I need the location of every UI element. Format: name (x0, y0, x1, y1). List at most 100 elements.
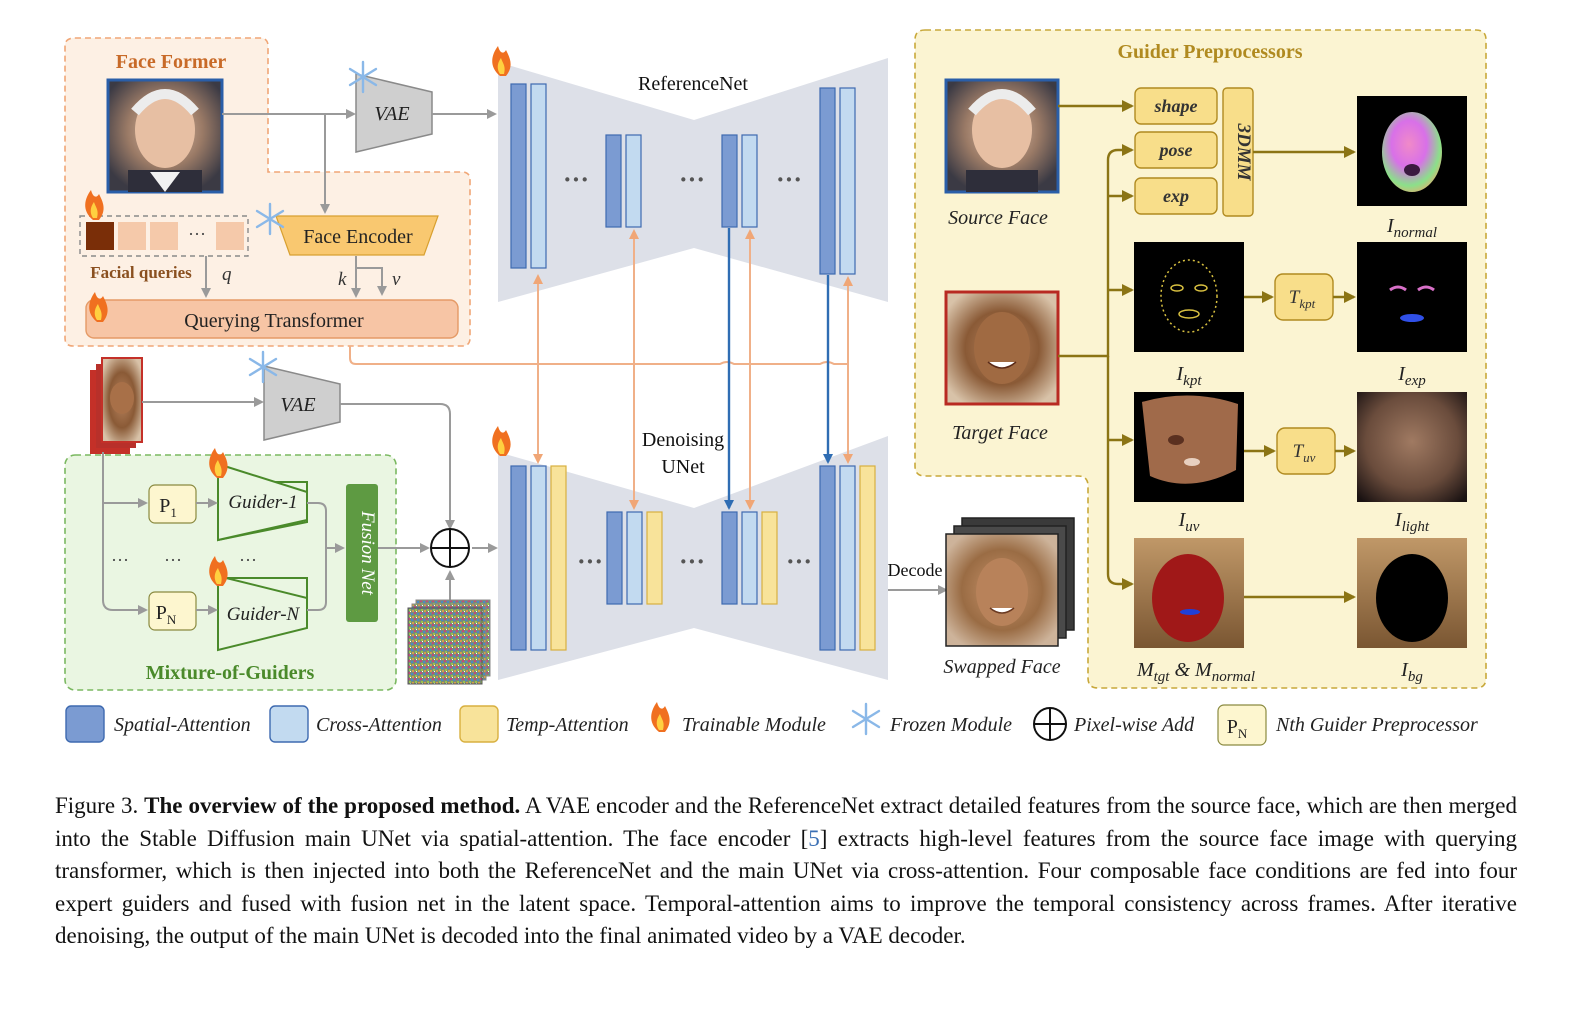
facial-queries: ··· Facial queries q (79, 215, 249, 285)
i-light: Ilight (1357, 392, 1467, 535)
denoising-unet: Denoising UNet ··· ··· ··· (498, 429, 888, 680)
pixel-add-operator (430, 528, 470, 568)
m-tgt-normal: Mtgt & Mnormal (1134, 538, 1255, 685)
guider-preprocessors-panel: Guider Preprocessors (914, 29, 1487, 689)
svg-text:Iuv: Iuv (1178, 509, 1200, 535)
svg-text:v: v (392, 269, 401, 290)
svg-text:pose: pose (1158, 140, 1193, 160)
svg-text:Face Encoder: Face Encoder (303, 226, 413, 248)
svg-text:UNet: UNet (661, 456, 705, 478)
svg-text:Denoising: Denoising (642, 429, 724, 451)
flame-icon (651, 702, 670, 732)
pn-box: PN (148, 591, 197, 631)
figure-caption: Figure 3. The overview of the proposed m… (55, 790, 1517, 953)
svg-text:···: ··· (111, 550, 129, 570)
svg-text:···: ··· (679, 547, 705, 576)
flame-icon (492, 46, 511, 76)
svg-text:PN: PN (156, 602, 177, 627)
svg-text:Mtgt & Mnormal: Mtgt & Mnormal (1136, 659, 1255, 685)
face-former-title: Face Former (116, 51, 227, 73)
svg-text:Fusion Net: Fusion Net (357, 510, 378, 596)
svg-text:Pixel-wise Add: Pixel-wise Add (1073, 714, 1195, 736)
svg-text:Inormal: Inormal (1386, 215, 1437, 241)
svg-text:P1: P1 (159, 495, 177, 520)
svg-text:Frozen Module: Frozen Module (889, 714, 1012, 736)
svg-text:···: ··· (164, 550, 182, 570)
svg-text:Nth Guider Preprocessor: Nth Guider Preprocessor (1275, 714, 1478, 736)
vae-encoder-bottom: VAE (263, 365, 341, 441)
svg-text:shape: shape (1153, 96, 1197, 116)
svg-text:···: ··· (563, 165, 589, 194)
pixel-add-icon (1033, 707, 1067, 741)
svg-text:···: ··· (188, 224, 206, 244)
flame-icon (89, 292, 108, 322)
i-exp: Iexp (1357, 242, 1467, 389)
source-face-image (106, 78, 224, 194)
svg-text:VAE: VAE (280, 394, 315, 416)
svg-text:Tkpt: Tkpt (1289, 287, 1316, 311)
swapped-face-image: Swapped Face (943, 517, 1075, 678)
flame-icon (85, 190, 104, 220)
mog-dots: ··· ··· ··· (111, 550, 257, 570)
caption-text-2: ] extracts high-level features from the … (55, 825, 1518, 949)
t-kpt: Tkpt (1274, 273, 1334, 321)
3dmm-block: 3DMM (1222, 87, 1254, 217)
svg-text:k: k (338, 269, 347, 290)
svg-text:···: ··· (776, 165, 802, 194)
vae-encoder-top: VAE (355, 73, 433, 153)
i-kpt: Ikpt (1134, 242, 1244, 389)
i-bg: Ibg (1357, 538, 1467, 685)
guider-target-face: Target Face (944, 290, 1060, 444)
snowflake-icon (248, 350, 278, 384)
face-encoder: Face Encoder k v (275, 215, 439, 290)
svg-text:Decode: Decode (888, 560, 943, 580)
i-uv: Iuv (1134, 392, 1244, 535)
snowflake-icon (348, 60, 378, 94)
snowflake-icon (851, 702, 881, 736)
guider-arrows (1058, 100, 1356, 603)
citation-link[interactable]: 5 (808, 825, 820, 851)
svg-text:Trainable Module: Trainable Module (682, 714, 826, 736)
t-uv: Tuv (1276, 427, 1336, 475)
noise-latents (407, 599, 491, 685)
svg-text:Temp-Attention: Temp-Attention (506, 714, 629, 736)
fusion-net: Fusion Net (346, 484, 378, 622)
target-frames-stack (90, 357, 143, 454)
svg-text:Source Face: Source Face (948, 207, 1048, 229)
svg-text:Cross-Attention: Cross-Attention (316, 714, 442, 736)
p1-box: P1 (148, 484, 197, 524)
legend: Spatial-Attention Cross-Attention Temp-A… (65, 702, 1478, 746)
method-diagram: Face Former VAE ··· Facial queries q Fac… (64, 29, 1487, 746)
facial-queries-label: Facial queries (90, 263, 192, 282)
flame-icon (492, 426, 511, 456)
reference-net-label: ReferenceNet (638, 73, 748, 95)
querying-transformer: Querying Transformer (85, 299, 459, 339)
face-former-arrows (201, 109, 497, 298)
svg-text:Iexp: Iexp (1397, 363, 1426, 389)
caption-label: Figure 3. (55, 793, 139, 818)
svg-text:Ilight: Ilight (1394, 509, 1430, 535)
caption-text-1: A VAE encoder and the ReferenceNet extra… (55, 793, 1517, 851)
cross-attention-arrows (349, 229, 853, 510)
svg-text:···: ··· (577, 547, 603, 576)
svg-text:PN: PN (1227, 716, 1248, 741)
guider-1: Guider-1 (217, 462, 308, 542)
spatial-attention-arrows (724, 228, 833, 510)
caption-bold-title: The overview of the proposed method. (144, 793, 521, 818)
svg-text:Swapped Face: Swapped Face (943, 656, 1060, 678)
flame-icon (209, 556, 228, 586)
svg-text:exp: exp (1163, 186, 1189, 206)
svg-text:q: q (222, 264, 232, 285)
svg-text:···: ··· (679, 165, 705, 194)
flame-icon (209, 448, 228, 478)
svg-text:Spatial-Attention: Spatial-Attention (114, 714, 251, 736)
svg-text:3DMM: 3DMM (1233, 122, 1254, 181)
svg-text:Ikpt: Ikpt (1176, 363, 1203, 389)
guider-source-face: Source Face (944, 78, 1060, 229)
svg-text:···: ··· (786, 547, 812, 576)
svg-text:Querying Transformer: Querying Transformer (184, 310, 364, 332)
svg-text:···: ··· (239, 550, 257, 570)
svg-text:Guider-N: Guider-N (227, 604, 301, 625)
mog-panel: Mixture-of-Guiders (64, 454, 397, 691)
shape-pose-exp: shape pose exp (1134, 87, 1218, 215)
